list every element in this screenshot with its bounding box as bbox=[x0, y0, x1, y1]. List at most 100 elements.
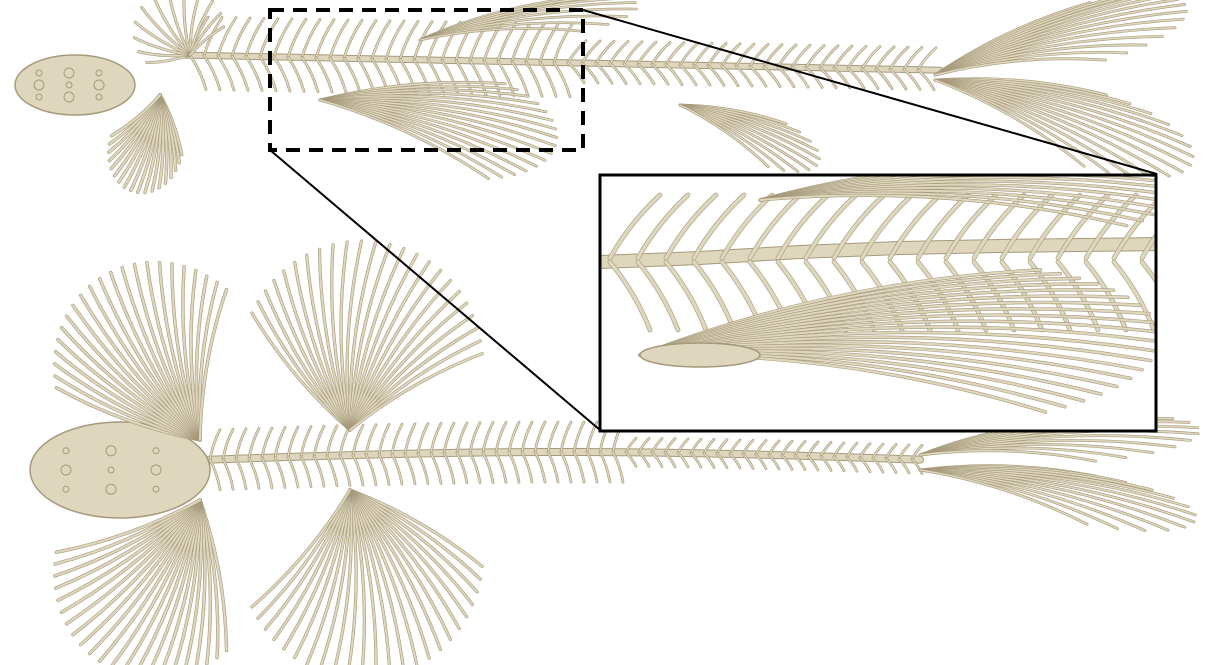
haemal-spine bbox=[497, 60, 515, 97]
caudal-fin-ray-lower bbox=[934, 79, 1086, 167]
neural-spine bbox=[819, 45, 839, 69]
haemal-spine bbox=[581, 62, 599, 84]
dorsal-view-skeleton bbox=[29, 239, 1200, 665]
haemal-spine-zoom bbox=[1140, 260, 1155, 283]
haemal-spine-zoom bbox=[1056, 260, 1100, 332]
rib-left bbox=[638, 437, 650, 454]
neural-spine bbox=[777, 44, 797, 68]
rib-right bbox=[534, 451, 546, 483]
neural-spine bbox=[861, 45, 881, 70]
neural-spine bbox=[399, 20, 419, 61]
pelvic-fin-ray-right bbox=[349, 489, 378, 665]
rib-right bbox=[482, 451, 494, 484]
rib-right bbox=[560, 451, 572, 483]
neural-spine bbox=[287, 18, 307, 58]
skull-detail bbox=[95, 69, 103, 77]
pelvic-fin-ray-left bbox=[318, 248, 351, 431]
rib-left bbox=[729, 439, 741, 455]
rib-left bbox=[690, 438, 702, 454]
neural-spine bbox=[805, 44, 825, 69]
rib-left bbox=[430, 422, 442, 455]
neural-spine-zoom bbox=[608, 193, 662, 260]
neural-spine bbox=[903, 46, 923, 71]
neural-spine bbox=[693, 42, 713, 67]
neural-spine bbox=[651, 41, 671, 66]
rib-right bbox=[573, 451, 585, 483]
pelvic-fin-ray-left bbox=[330, 243, 351, 431]
pelvic-fin-ray-right bbox=[334, 489, 353, 665]
haemal-spine bbox=[273, 56, 291, 92]
pelvic-fin-ray-right bbox=[349, 489, 442, 651]
pelvic-fin-ray-right bbox=[250, 489, 351, 608]
rib-left bbox=[872, 443, 884, 459]
rib-left bbox=[222, 428, 234, 460]
rib-left bbox=[885, 443, 897, 460]
pelvic-fin-ray-right bbox=[349, 489, 418, 665]
rib-left bbox=[508, 421, 520, 453]
skull-detail bbox=[60, 464, 72, 476]
rib-left bbox=[651, 437, 663, 454]
haemal-spine bbox=[189, 54, 207, 91]
pelvic-fin-ray-left bbox=[348, 240, 377, 431]
rib-right bbox=[352, 454, 364, 486]
haemal-spine-zoom bbox=[636, 260, 680, 332]
neural-spine bbox=[889, 46, 909, 70]
skull-detail bbox=[62, 485, 70, 493]
skull-detail bbox=[65, 81, 73, 89]
rib-left bbox=[313, 425, 325, 457]
neural-spine bbox=[707, 42, 727, 67]
rib-right bbox=[807, 455, 819, 471]
haemal-spine bbox=[525, 61, 543, 97]
pelvic-fin-ray-right-edge bbox=[250, 488, 352, 609]
neural-spine-zoom bbox=[748, 193, 802, 260]
skull bbox=[29, 421, 211, 519]
haemal-spine bbox=[357, 57, 375, 94]
pelvic-fin-ray-left bbox=[349, 260, 431, 431]
rib-right bbox=[625, 451, 637, 468]
neural-spine-zoom bbox=[804, 193, 858, 260]
neural-spine-zoom bbox=[692, 193, 746, 260]
rib-right bbox=[417, 452, 429, 485]
rib-left bbox=[664, 437, 676, 454]
rib-right bbox=[599, 451, 611, 483]
haemal-spine bbox=[875, 68, 893, 90]
neural-spine bbox=[553, 23, 573, 64]
neural-spine-zoom bbox=[636, 193, 690, 260]
haemal-spine bbox=[791, 66, 809, 88]
haemal-spine bbox=[763, 65, 781, 88]
rib-left bbox=[846, 442, 858, 458]
skull-detail bbox=[62, 447, 70, 455]
rib-right bbox=[846, 456, 858, 472]
neural-spine bbox=[217, 16, 237, 57]
pectoral-fin-ray-left-edge bbox=[198, 287, 229, 442]
neural-spine bbox=[763, 43, 783, 68]
rib-right bbox=[690, 452, 702, 468]
rib-left bbox=[898, 444, 910, 460]
skull-detail bbox=[152, 485, 160, 493]
rib-right bbox=[833, 456, 845, 472]
anal-fin-ray bbox=[679, 104, 770, 168]
haemal-spine bbox=[707, 64, 725, 87]
rib-right bbox=[222, 458, 234, 490]
neural-spine bbox=[259, 17, 279, 58]
dorsal-fin-ray-zoom bbox=[759, 194, 1128, 227]
rib-right bbox=[365, 454, 377, 486]
rib-left bbox=[469, 421, 481, 454]
rib-right bbox=[326, 455, 338, 487]
rib-left bbox=[625, 437, 637, 454]
neural-spine bbox=[245, 17, 265, 58]
neural-spine-zoom bbox=[1140, 234, 1155, 260]
rib-right bbox=[872, 457, 884, 473]
skull-detail bbox=[95, 93, 103, 101]
haemal-spine bbox=[847, 67, 865, 89]
rib-left bbox=[716, 438, 728, 455]
skull-detail bbox=[63, 67, 75, 79]
haemal-spine bbox=[483, 60, 501, 97]
neural-spine bbox=[791, 44, 811, 69]
haemal-spine-zoom bbox=[608, 260, 652, 332]
neural-spine bbox=[665, 41, 685, 66]
pelvic-fin-ray-left bbox=[340, 241, 351, 431]
skull-detail bbox=[35, 69, 43, 77]
haemal-spine bbox=[567, 61, 585, 84]
